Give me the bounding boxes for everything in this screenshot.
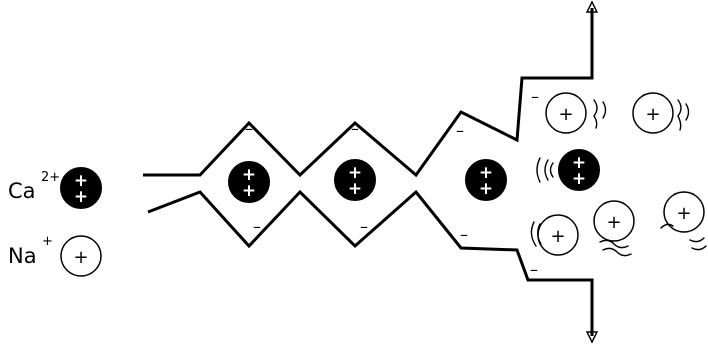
- sodium-ion: +: [633, 93, 673, 133]
- calcium-ion: + +: [559, 150, 599, 190]
- motion-squiggle: [603, 248, 631, 255]
- calcium-ion: + +: [229, 162, 269, 202]
- motion-squiggle: [678, 100, 681, 130]
- calcium-charge: 2+: [41, 170, 60, 185]
- channel-bottom-wall: [148, 192, 592, 336]
- minus-sign: –: [351, 119, 359, 138]
- motion-squiggle: [545, 160, 548, 180]
- plus-sign: +: [73, 247, 88, 268]
- minus-sign: –: [253, 217, 261, 236]
- motion-squiggle: [537, 158, 540, 182]
- sodium-ion-legend: +: [61, 236, 101, 276]
- minus-sign: –: [460, 225, 468, 244]
- svg-text:+: +: [242, 181, 256, 201]
- calcium-ion-legend: + +: [61, 168, 101, 208]
- calcium-ion: + +: [466, 160, 506, 200]
- plus-sign: +: [74, 187, 88, 207]
- svg-text:+: +: [606, 212, 621, 233]
- sodium-ion: +: [664, 192, 704, 232]
- svg-text:+: +: [676, 203, 691, 224]
- minus-sign: –: [530, 260, 538, 279]
- calcium-label: Ca: [8, 179, 36, 203]
- motion-squiggle: [603, 102, 606, 118]
- minus-sign: –: [531, 87, 539, 106]
- motion-squiggle: [531, 222, 536, 246]
- calcium-ion: + +: [335, 160, 375, 200]
- svg-text:+: +: [550, 226, 565, 247]
- sodium-ion: +: [594, 201, 634, 241]
- motion-squiggle: [686, 104, 689, 120]
- minus-sign: –: [456, 121, 464, 140]
- minus-sign: –: [360, 217, 368, 236]
- motion-squiggle: [692, 246, 706, 250]
- sodium-ion: +: [546, 93, 586, 133]
- svg-text:+: +: [479, 179, 493, 199]
- svg-text:+: +: [558, 104, 573, 125]
- svg-text:+: +: [572, 169, 586, 189]
- sodium-ion: +: [538, 215, 578, 255]
- motion-squiggle: [594, 100, 597, 128]
- motion-squiggle: [690, 238, 704, 242]
- svg-text:+: +: [645, 104, 660, 125]
- svg-text:+: +: [348, 179, 362, 199]
- motion-squiggle: [551, 163, 554, 177]
- legend: Ca 2+ + + Na + +: [8, 168, 101, 276]
- channel-top-wall: [143, 8, 592, 175]
- sodium-charge: +: [42, 234, 53, 249]
- sodium-label: Na: [8, 244, 37, 268]
- minus-sign: –: [245, 119, 253, 138]
